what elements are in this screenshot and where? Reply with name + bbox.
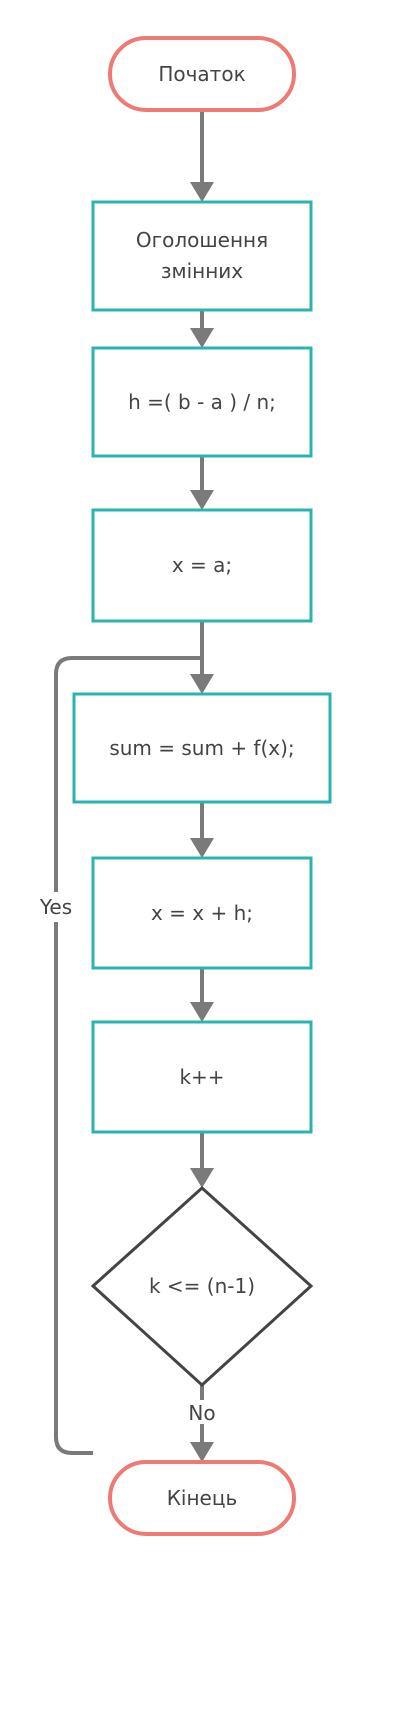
arrowheads bbox=[190, 182, 214, 1462]
arrowhead-end bbox=[190, 1442, 214, 1462]
condition-diamond bbox=[90, 1185, 314, 1388]
connectors bbox=[54, 110, 204, 1455]
start-terminator bbox=[108, 36, 296, 112]
start-label: Початок bbox=[158, 62, 245, 86]
accumulate-label: sum = sum + f(x); bbox=[109, 736, 294, 760]
advance-x-process bbox=[91, 856, 313, 970]
connector-yes-loop bbox=[54, 656, 202, 1455]
arrowhead-condition bbox=[190, 1168, 214, 1188]
yes-label-bg bbox=[28, 892, 84, 922]
arrowhead-x bbox=[190, 490, 214, 510]
arrowhead-sum bbox=[190, 674, 214, 694]
declare-label-line2: змінних bbox=[161, 259, 243, 283]
arrowhead-advance bbox=[190, 838, 214, 858]
step-h-label: h =( b - a ) / n; bbox=[128, 390, 276, 414]
arrowhead-declare bbox=[190, 182, 214, 202]
end-terminator bbox=[108, 1460, 296, 1536]
init-x-process bbox=[91, 508, 313, 623]
step-h-process bbox=[91, 346, 313, 458]
advance-x-label: x = x + h; bbox=[151, 901, 253, 925]
end-label: Кінець bbox=[167, 1486, 238, 1510]
declare-label-line1: Оголошення bbox=[136, 228, 268, 252]
increment-k-process bbox=[91, 1020, 313, 1134]
condition-label: k <= (n-1) bbox=[149, 1274, 255, 1298]
init-x-label: x = a; bbox=[172, 553, 232, 577]
no-label: No bbox=[188, 1401, 215, 1425]
increment-k-label: k++ bbox=[179, 1065, 224, 1089]
accumulate-process bbox=[72, 692, 332, 804]
arrowhead-h bbox=[190, 328, 214, 348]
arrowhead-k bbox=[190, 1002, 214, 1022]
yes-label: Yes bbox=[39, 895, 72, 919]
declare-process bbox=[91, 200, 313, 312]
